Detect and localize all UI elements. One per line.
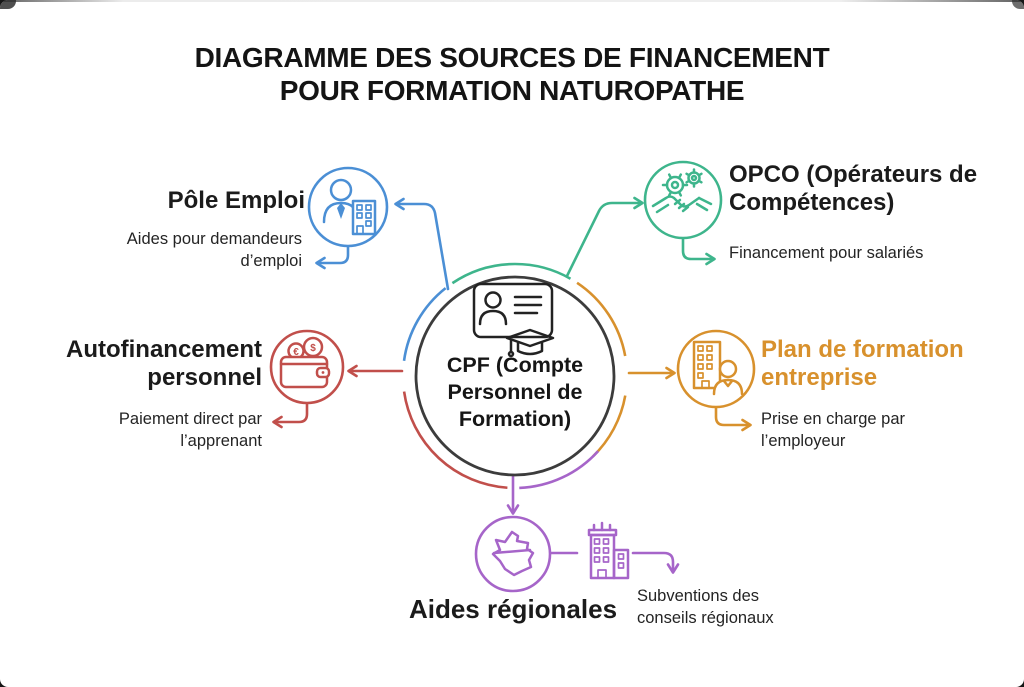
cpf-label: CPF (Compte Personnel de Formation) — [446, 353, 584, 431]
node-circle-opco — [643, 160, 723, 240]
regional-building-icon — [587, 521, 630, 580]
diagram-title: DIAGRAMME DES SOURCES DE FINANCEMENT POU… — [194, 42, 830, 106]
connector-aides-regionales-sublabel — [631, 551, 680, 574]
opco-label: OPCO (Opérateurs de Compétences) — [729, 161, 978, 216]
autofinancement-sublabel: Paiement direct par l’apprenant — [118, 410, 262, 450]
photo-artifact-top-edge — [0, 0, 1024, 2]
svg-text:€: € — [293, 347, 299, 358]
plan-formation-label: Plan de formation entreprise — [761, 336, 964, 391]
wallet-coins-icon: $ € — [279, 336, 331, 389]
arc-opco — [401, 262, 629, 490]
connector-plan-formation-sublabel — [714, 405, 752, 432]
svg-text:$: $ — [310, 343, 316, 354]
connector-opco — [565, 196, 644, 278]
gears-handshake-icon — [651, 168, 713, 214]
opco-sublabel: Financement pour salariés — [729, 244, 924, 262]
connector-opco-sublabel — [681, 236, 716, 266]
aides-regionales-label: Aides régionales — [408, 594, 618, 624]
autofinancement-label: Autofinancement personnel — [65, 336, 262, 391]
connector-pole-emploi — [394, 197, 450, 291]
connector-autofinancement-sublabel — [272, 401, 309, 429]
node-circle-cpf — [414, 275, 616, 477]
node-circle-aides-regionales — [474, 515, 552, 593]
person-building-icon — [322, 178, 377, 236]
france-map-icon — [491, 530, 535, 577]
id-card-graduation-icon — [472, 282, 555, 358]
office-person-icon — [692, 340, 744, 396]
pole-emploi-sublabel: Aides pour demandeurs d’emploi — [126, 230, 302, 270]
photo-artifact-corner-right — [1012, 0, 1024, 9]
photo-artifact-corner-left — [0, 0, 16, 9]
pole-emploi-label: Pôle Emploi — [167, 187, 305, 214]
connector-pole-emploi-sublabel — [315, 244, 350, 270]
aides-regionales-sublabel: Subventions des conseils régionaux — [637, 587, 774, 627]
plan-formation-sublabel: Prise en charge par l’employeur — [761, 410, 905, 450]
